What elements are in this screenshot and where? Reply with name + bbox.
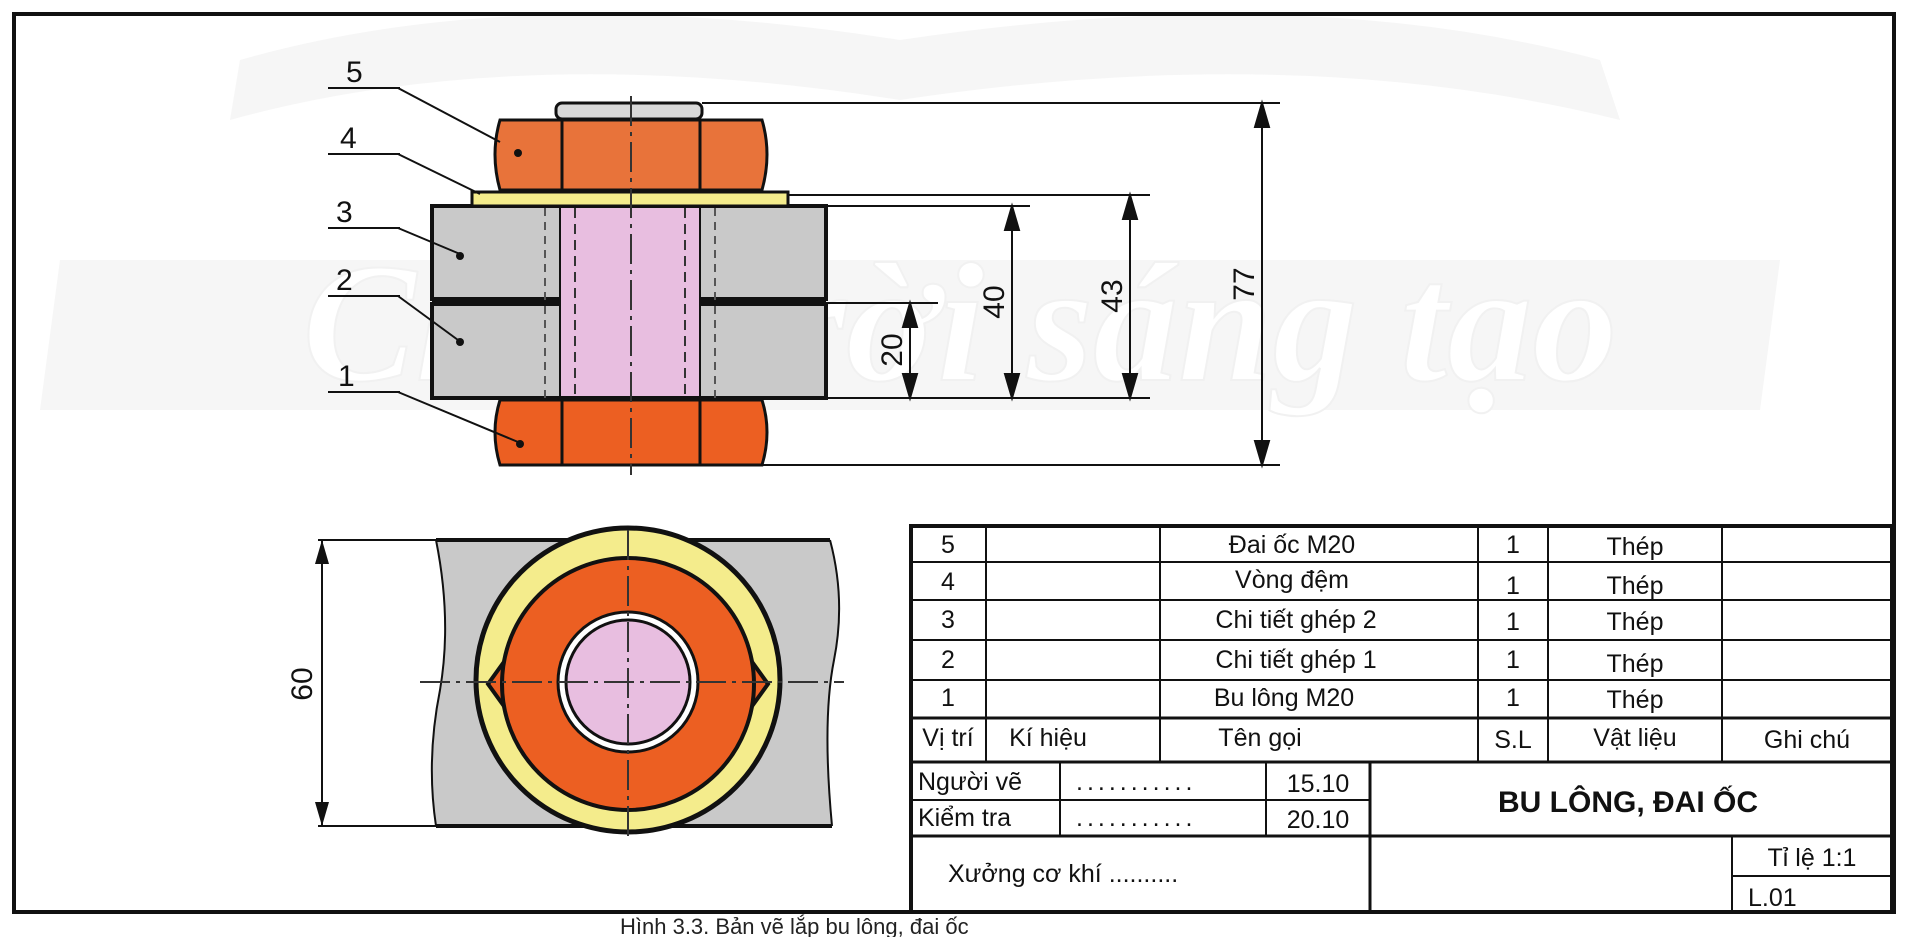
drawn-by-dots: ...........	[1076, 768, 1196, 796]
top-view: 60	[286, 525, 844, 838]
title-block: Người vẽ ........... 15.10 Kiểm tra ....…	[918, 768, 1856, 912]
svg-text:S.L: S.L	[1494, 726, 1532, 754]
dim-60-label: 60	[286, 667, 319, 700]
svg-text:1: 1	[1506, 531, 1520, 559]
parts-table	[909, 524, 1894, 914]
drawn-by-label: Người vẽ	[918, 768, 1022, 796]
svg-text:Tên gọi: Tên gọi	[1218, 724, 1301, 752]
svg-text:2: 2	[336, 264, 353, 297]
front-view: 5 4 3 2 1	[328, 56, 1280, 475]
callout-1: 1	[328, 360, 519, 443]
dim-40-label: 40	[978, 285, 1011, 318]
table-row: 4 Vòng đệm 1 Thép	[941, 566, 1663, 600]
drawn-date: 15.10	[1287, 770, 1350, 798]
workshop-label: Xưởng cơ khí ..........	[948, 860, 1178, 888]
figure-caption: Hình 3.3. Bản vẽ lắp bu lông, đai ốc	[620, 914, 969, 937]
svg-text:Thép: Thép	[1607, 686, 1664, 714]
svg-text:Vị trí: Vị trí	[922, 724, 973, 752]
dim-43-label: 43	[1096, 279, 1129, 312]
svg-text:Đai ốc M20: Đai ốc M20	[1229, 531, 1355, 559]
checked-label: Kiểm tra	[918, 804, 1011, 832]
sheet-number: L.01	[1748, 884, 1797, 912]
svg-text:Thép: Thép	[1607, 572, 1664, 600]
svg-text:Kí hiệu: Kí hiệu	[1009, 724, 1087, 752]
svg-text:Thép: Thép	[1607, 650, 1664, 678]
svg-text:5: 5	[346, 56, 363, 89]
svg-text:1: 1	[1506, 684, 1520, 712]
svg-text:1: 1	[1506, 572, 1520, 600]
table-header: Vị trí Kí hiệu Tên gọi S.L Vật liệu Ghi …	[922, 724, 1850, 754]
svg-text:1: 1	[1506, 608, 1520, 636]
callout-3: 3	[328, 196, 461, 255]
dim-77-label: 77	[1228, 267, 1261, 300]
svg-text:Thép: Thép	[1607, 533, 1664, 561]
svg-text:Vật liệu: Vật liệu	[1593, 724, 1676, 752]
svg-text:Vòng đệm: Vòng đệm	[1235, 566, 1349, 594]
table-row: 1 Bu lông M20 1 Thép	[941, 684, 1663, 714]
table-row: 5 Đai ốc M20 1 Thép	[941, 531, 1663, 561]
svg-text:Chi tiết ghép 2: Chi tiết ghép 2	[1215, 606, 1376, 634]
drawing-title: BU LÔNG, ĐAI ỐC	[1498, 785, 1758, 819]
callout-4: 4	[328, 122, 481, 195]
dimensions	[702, 99, 1280, 469]
svg-text:4: 4	[941, 568, 955, 596]
callout-5: 5	[328, 56, 501, 143]
svg-text:5: 5	[941, 531, 955, 559]
svg-text:2: 2	[941, 646, 955, 674]
svg-text:3: 3	[941, 606, 955, 634]
svg-text:1: 1	[338, 360, 355, 393]
svg-text:Ghi chú: Ghi chú	[1764, 726, 1850, 754]
checked-date: 20.10	[1287, 806, 1350, 834]
dim-20-label: 20	[876, 333, 909, 366]
svg-text:1: 1	[1506, 646, 1520, 674]
scale-label: Tỉ lệ 1:1	[1768, 844, 1857, 872]
callouts: 5 4 3 2 1	[328, 56, 519, 443]
svg-text:3: 3	[336, 196, 353, 229]
callout-2: 2	[328, 252, 464, 346]
svg-text:Chi tiết ghép 1: Chi tiết ghép 1	[1215, 646, 1376, 674]
table-row: 3 Chi tiết ghép 2 1 Thép	[941, 606, 1663, 636]
svg-text:Bu lông M20: Bu lông M20	[1214, 684, 1354, 712]
svg-text:1: 1	[941, 684, 955, 712]
checked-dots: ...........	[1076, 804, 1196, 832]
svg-text:Thép: Thép	[1607, 608, 1664, 636]
svg-text:4: 4	[340, 122, 357, 155]
table-row: 2 Chi tiết ghép 1 1 Thép	[941, 646, 1663, 678]
